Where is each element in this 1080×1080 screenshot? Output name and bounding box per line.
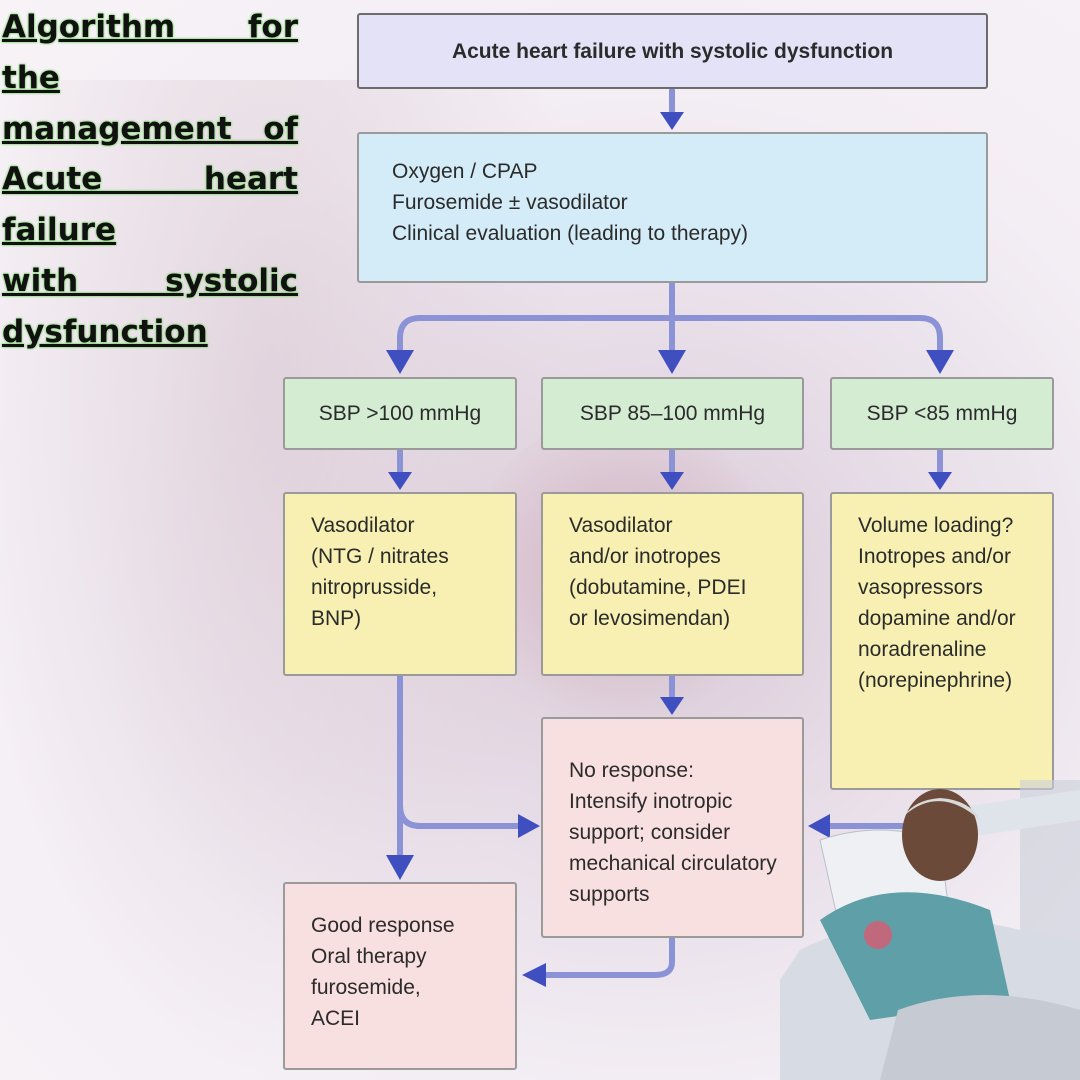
good-response-line: Oral therapy <box>311 945 427 968</box>
initial-line: Clinical evaluation (leading to therapy) <box>392 222 749 245</box>
arrowhead <box>522 963 546 987</box>
title-line: with systolic <box>2 262 298 299</box>
title-line: Algorithm for <box>2 9 298 45</box>
no-response-line: Intensify inotropic <box>569 790 733 813</box>
path-high-to-noresponse <box>397 802 523 829</box>
good-response-line: Good response <box>311 914 455 937</box>
initial-line: Furosemide ± vasodilator <box>392 191 628 214</box>
box-treat-high: Vasodilator (NTG / nitrates nitroprussid… <box>283 492 517 676</box>
treat-low-line: Volume loading? <box>858 514 1014 537</box>
arrowhead <box>808 814 830 838</box>
treat-high-line: nitroprusside, <box>311 576 438 599</box>
treat-low-line: Inotropes and/or <box>858 545 1011 568</box>
box-sbp-low: SBP <85 mmHg <box>830 377 1054 450</box>
no-response-line: supports <box>569 883 650 906</box>
no-response-line: mechanical circulatory <box>569 852 777 875</box>
arrowhead <box>388 472 412 490</box>
sbp-low-label: SBP <85 mmHg <box>866 402 1018 425</box>
branch-left <box>397 315 675 353</box>
sbp-mid-label: SBP 85–100 mmHg <box>579 402 766 425</box>
treat-mid-line: and/or inotropes <box>569 545 721 568</box>
arrowhead <box>926 350 954 374</box>
treat-high-line: Vasodilator <box>311 514 415 537</box>
arrowhead <box>660 472 684 490</box>
arrowhead <box>660 697 684 715</box>
treat-mid-line: or levosimendan) <box>569 607 731 630</box>
no-response-line: No response: <box>569 759 694 782</box>
box-sbp-mid: SBP 85–100 mmHg <box>541 377 804 450</box>
title-line: Acute heart <box>2 161 298 198</box>
box-no-response: No response: Intensify inotropic support… <box>541 717 804 938</box>
box-treat-mid: Vasodilator and/or inotropes (dobutamine… <box>541 492 804 676</box>
title-line: failure <box>2 212 117 249</box>
path-noresponse-to-good <box>542 935 675 978</box>
box-start: Acute heart failure with systolic dysfun… <box>357 13 988 89</box>
treat-high-line: BNP) <box>311 607 362 630</box>
box-initial-management: Oxygen / CPAP Furosemide ± vasodilator C… <box>357 132 988 283</box>
arrowhead <box>928 472 952 490</box>
title-line: the <box>2 59 60 96</box>
start-label: Acute heart failure with systolic dysfun… <box>451 39 894 63</box>
box-good-response: Good response Oral therapy furosemide, A… <box>283 882 517 1070</box>
box-treat-low: Volume loading? Inotropes and/or vasopre… <box>830 492 1054 790</box>
treat-mid-line: (dobutamine, PDEI <box>569 576 747 599</box>
no-response-line: support; consider <box>569 821 731 844</box>
title-line: management of <box>2 110 298 147</box>
good-response-line: furosemide, <box>311 976 421 999</box>
arrowhead <box>660 112 684 130</box>
arrowhead <box>386 855 414 880</box>
patient-illustration <box>780 780 1080 1080</box>
treat-low-line: (norepinephrine) <box>858 669 1013 692</box>
treat-high-line: (NTG / nitrates <box>311 545 449 568</box>
sbp-high-label: SBP >100 mmHg <box>318 402 482 425</box>
page-title: Algorithm for the management of Acute he… <box>2 2 298 358</box>
box-sbp-high: SBP >100 mmHg <box>283 377 517 450</box>
arrowhead <box>518 814 540 838</box>
branch-right <box>669 315 943 353</box>
initial-line: Oxygen / CPAP <box>392 160 538 183</box>
arrowhead <box>658 350 686 374</box>
treat-low-line: vasopressors <box>858 576 983 599</box>
title-line: dysfunction <box>2 313 208 350</box>
treat-mid-line: Vasodilator <box>569 514 673 537</box>
arrowhead <box>386 350 414 374</box>
treat-low-line: dopamine and/or <box>858 607 1016 630</box>
treat-low-line: noradrenaline <box>858 638 987 661</box>
good-response-line: ACEI <box>311 1007 361 1030</box>
